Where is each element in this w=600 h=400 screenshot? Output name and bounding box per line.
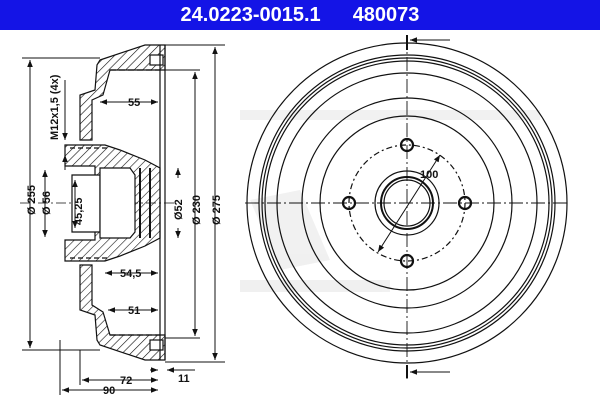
bolt-holes	[341, 137, 473, 269]
dim-hub-inner: 45,25	[73, 197, 85, 225]
section-dimensions	[22, 44, 225, 395]
front-view	[245, 35, 570, 380]
dim-depth-inner: 51	[128, 305, 140, 317]
dim-depth-lower: 54,5	[120, 268, 141, 280]
section-view	[20, 44, 175, 361]
watermark	[240, 110, 540, 292]
dim-outer-flange: Ø 255	[26, 185, 38, 215]
part-number: 24.0223-0015.1	[180, 3, 321, 26]
dim-hub-bore: Ø 56	[41, 191, 53, 215]
dim-centre-bore: Ø52	[173, 199, 185, 220]
dim-drum-depth: 55	[128, 97, 140, 109]
dim-total-height: 90	[103, 385, 115, 397]
dim-drum-inner: Ø 230	[191, 195, 203, 225]
reference-number: 480073	[352, 3, 420, 26]
dim-rim-width: 11	[178, 373, 190, 385]
dim-bolt-circle: 100	[420, 169, 438, 181]
title-bar: 24.0223-0015.1 480073	[0, 0, 600, 30]
dim-bolt-thread: M12x1,5 (4x)	[49, 74, 61, 140]
dim-height-72: 72	[120, 375, 132, 387]
dim-drum-outer: Ø 275	[211, 195, 223, 225]
